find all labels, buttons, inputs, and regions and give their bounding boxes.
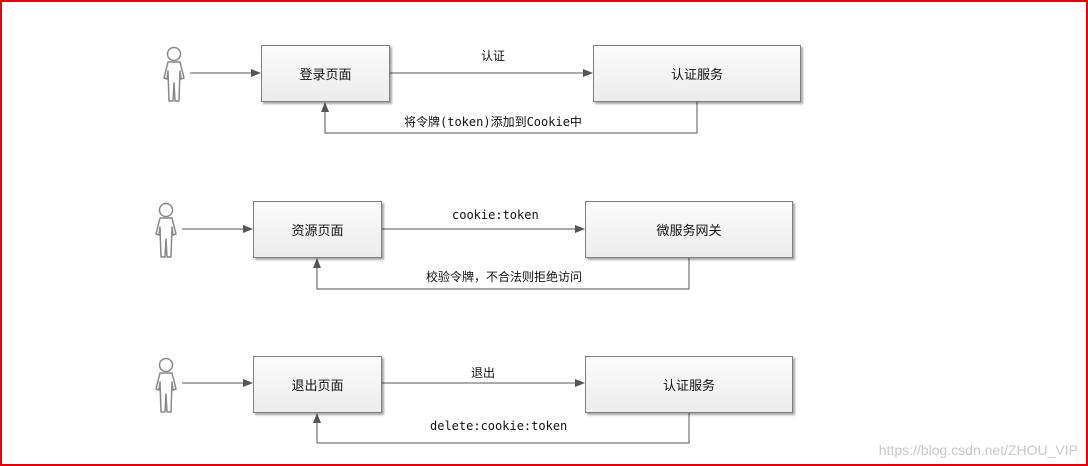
return-arrow-2 (313, 258, 690, 290)
watermark: https://blog.csdn.net/ZHOU_VIP (878, 442, 1078, 458)
forward-label-3: 退出 (471, 366, 496, 380)
resource-page-box: 资源页面 (253, 201, 382, 258)
return-label-1: 将令牌(token)添加到Cookie中 (404, 115, 582, 129)
return-label-3: delete:cookie:token (430, 419, 568, 433)
return-label-2: 校验令牌，不合法则拒绝访问 (426, 270, 583, 284)
forward-label-1: 认证 (481, 49, 506, 63)
return-arrow-1 (321, 102, 698, 134)
auth-service-box: 认证服务 (593, 45, 801, 102)
auth-service-box-2: 认证服务 (585, 356, 793, 413)
gateway-box: 微服务网关 (585, 201, 793, 258)
logout-page-box: 退出页面 (253, 356, 382, 413)
actor-icon (155, 357, 177, 413)
return-arrow-3 (313, 413, 690, 444)
actor-icon (155, 202, 177, 258)
forward-label-2: cookie:token (452, 208, 539, 222)
actor-icon (163, 46, 185, 102)
login-page-box: 登录页面 (261, 45, 390, 102)
